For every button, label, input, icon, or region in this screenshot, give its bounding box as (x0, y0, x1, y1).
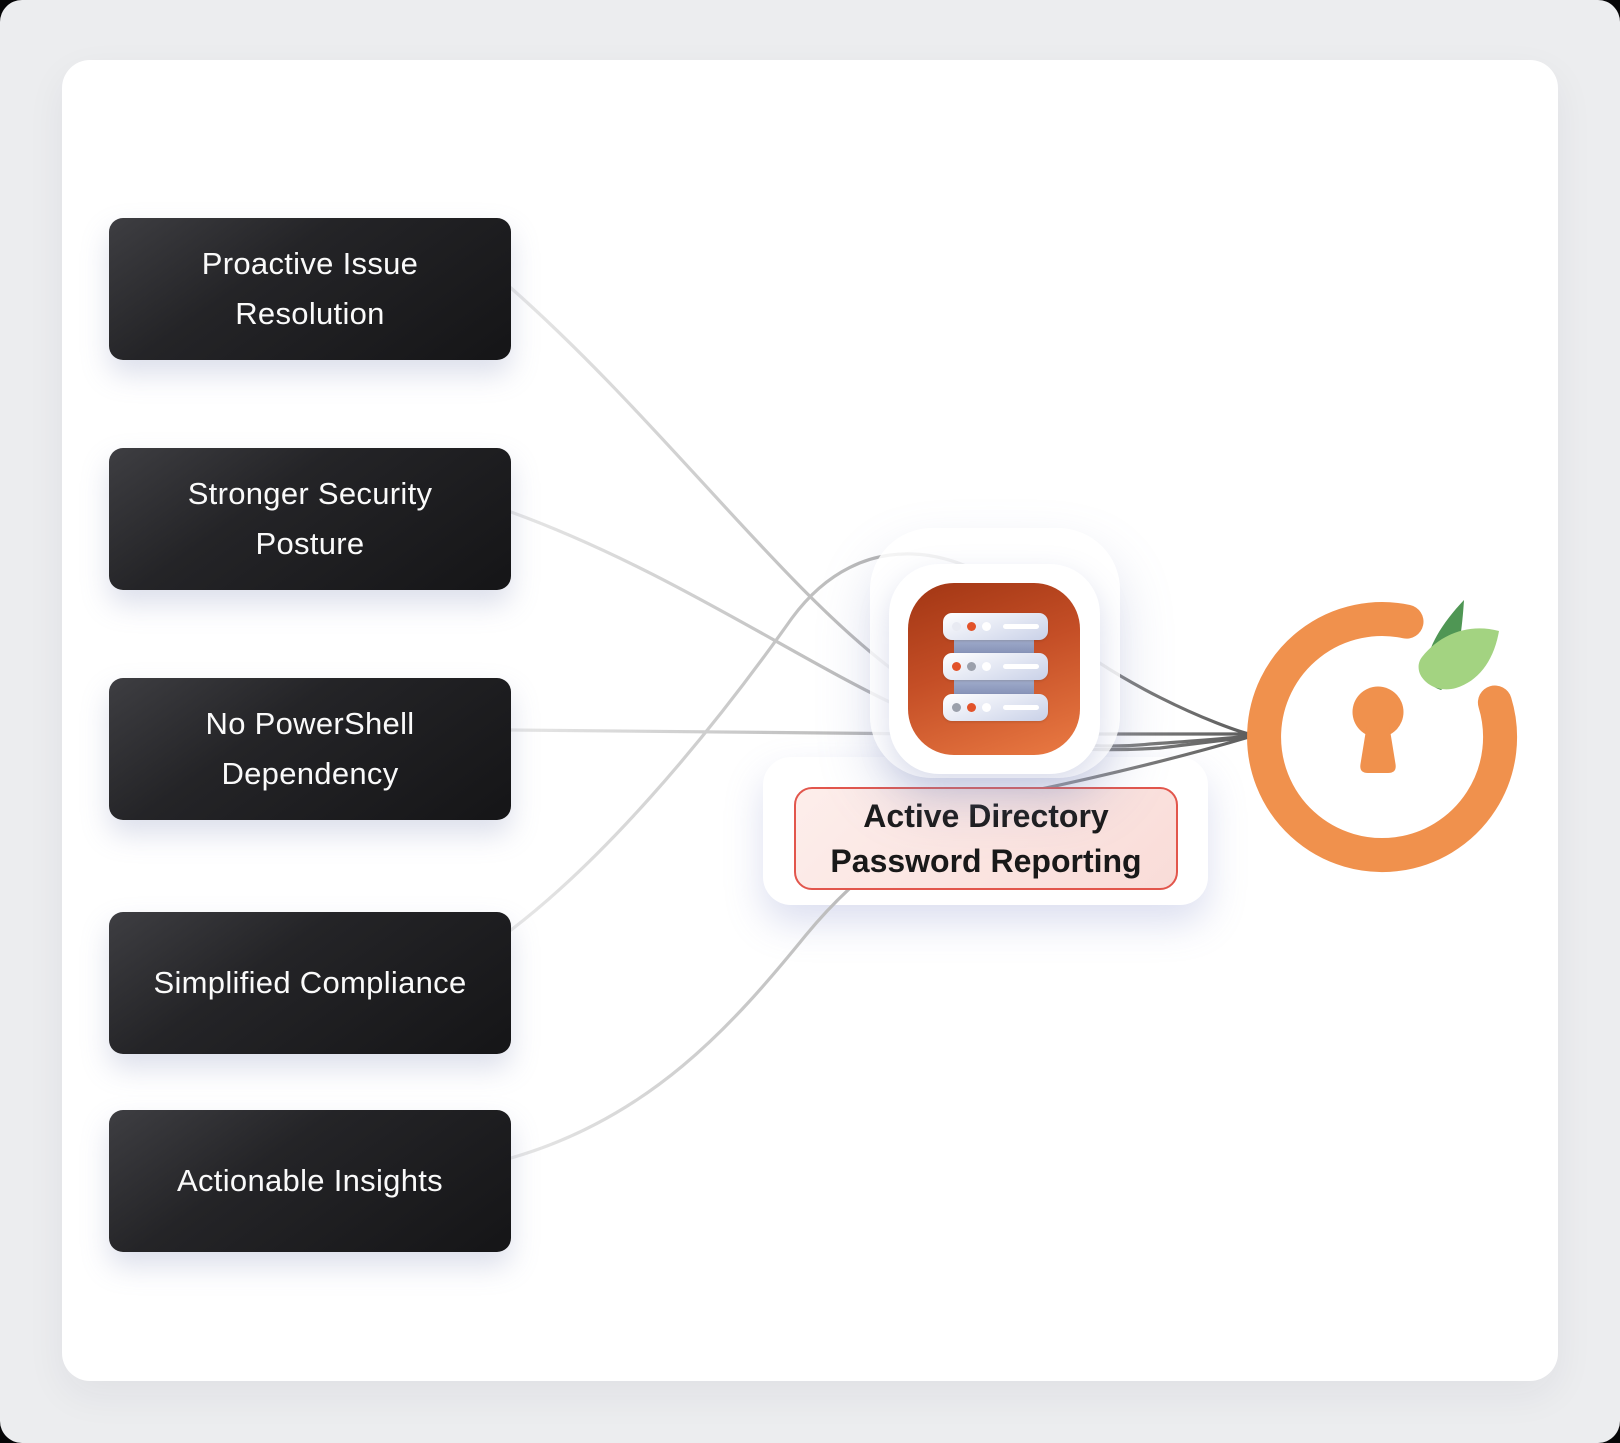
benefit-label: Proactive Issue Resolution (201, 246, 419, 331)
benefit-box-actionable-insights: Actionable Insights (109, 1110, 511, 1252)
center-label-line2: Password Reporting (830, 842, 1142, 879)
benefit-box-no-powershell-dependency: No PowerShell Dependency (109, 678, 511, 820)
server-slot (1003, 624, 1039, 629)
server-led (967, 622, 976, 631)
server-bar (943, 694, 1048, 721)
benefit-label: Stronger Security Posture (187, 476, 433, 561)
server-led (952, 622, 961, 631)
server-connector (954, 637, 1034, 653)
server-slot (1003, 664, 1039, 669)
leaf-light (1418, 628, 1499, 690)
server-led (967, 662, 976, 671)
server-bar (943, 653, 1048, 680)
connector-line-4 (509, 552, 1251, 932)
server-led (982, 703, 991, 712)
benefit-box-proactive-issue-resolution: Proactive Issue Resolution (109, 218, 511, 360)
benefit-label: Simplified Compliance (153, 965, 467, 1000)
keyhole-icon (1352, 686, 1404, 738)
benefit-label: Actionable Insights (177, 1163, 443, 1198)
logo-ring (1247, 602, 1518, 873)
server-stack-icon (908, 583, 1080, 755)
server-bar (943, 613, 1048, 640)
benefit-label: No PowerShell Dependency (205, 706, 415, 791)
server-led (952, 662, 961, 671)
server-led (967, 703, 976, 712)
benefit-box-stronger-security-posture: Stronger Security Posture (109, 448, 511, 590)
keyhole-stem (1360, 727, 1396, 773)
center-label-line1: Active Directory (863, 797, 1109, 834)
server-led (982, 662, 991, 671)
server-led (952, 703, 961, 712)
server-slot (1003, 705, 1039, 710)
server-connector (954, 678, 1034, 694)
benefit-box-simplified-compliance: Simplified Compliance (109, 912, 511, 1054)
server-led (982, 622, 991, 631)
center-label: Active Directory Password Reporting (794, 787, 1178, 890)
